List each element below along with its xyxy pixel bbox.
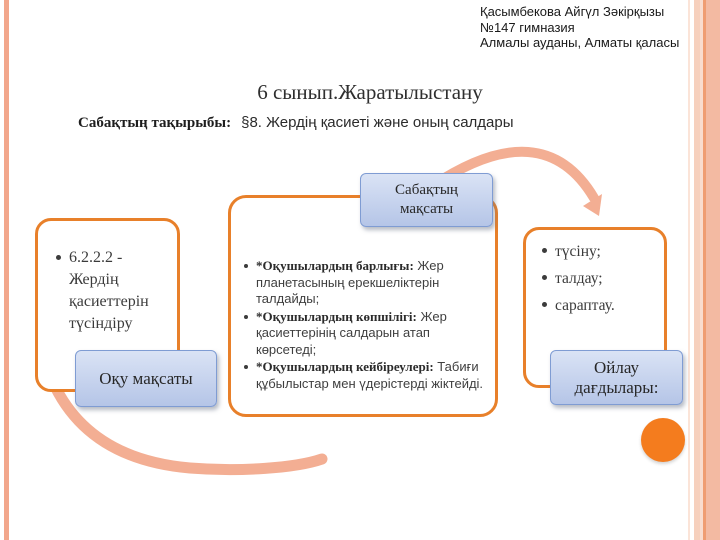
- arrowhead: [583, 194, 602, 216]
- goal-item-head: *Оқушылардың барлығы:: [256, 258, 414, 273]
- list-item: *Оқушылардың барлығы: Жер планетасының е…: [244, 258, 485, 308]
- slide-title: 6 сынып.Жаратылыстану: [257, 80, 483, 104]
- thinking-skills-label: Ойлау дағдылары:: [550, 350, 683, 405]
- right-edge-stripes: [688, 0, 720, 540]
- author-name: Қасымбекова Айгүл Зәкірқызы: [480, 4, 665, 19]
- goal-item-head: *Оқушылардың кейбіреулері:: [256, 359, 434, 374]
- list-item: сараптау.: [542, 296, 656, 315]
- goal-item: *Оқушылардың көпшілігі: Жер қасиеттеріні…: [256, 309, 485, 359]
- bullet-icon: [244, 314, 248, 319]
- list-item: түсіну;: [542, 242, 656, 261]
- skill-text: талдау;: [555, 270, 603, 287]
- goal-item-text: Жер планетасының ерекшеліктерін талдайды…: [256, 258, 444, 306]
- goal-item-text: Жер қасиеттерінің салдарын атап көрсетед…: [256, 308, 447, 357]
- bullet-icon: [542, 248, 547, 253]
- thinking-skills-content: түсіну; талдау; сараптау.: [526, 230, 664, 315]
- lesson-goal-box: *Оқушылардың барлығы: Жер планетасының е…: [228, 195, 498, 417]
- skill-text: сараптау.: [555, 297, 615, 314]
- bullet-icon: [56, 255, 61, 260]
- topic-text: §8. Жердің қасиеті және оның салдары: [241, 114, 514, 131]
- goal-item: *Оқушылардың барлығы: Жер планетасының е…: [256, 258, 485, 308]
- learning-objective-content: 6.2.2.2 - Жердің қасиеттерін түсіндіру: [38, 221, 177, 335]
- list-item: 6.2.2.2 - Жердің қасиеттерін түсіндіру: [56, 247, 167, 335]
- author-school: №147 гимназия: [480, 19, 575, 35]
- bullet-icon: [542, 302, 547, 307]
- author-city: Алмалы ауданы, Алматы қаласы: [480, 35, 680, 50]
- orange-circle-decoration: [641, 418, 685, 462]
- goal-item-head: *Оқушылардың көпшілігі:: [256, 308, 417, 324]
- bullet-icon: [244, 264, 248, 268]
- skill-text: түсіну;: [555, 243, 601, 260]
- learning-objective-box: 6.2.2.2 - Жердің қасиеттерін түсіндіру: [35, 218, 180, 392]
- list-item: *Оқушылардың көпшілігі: Жер қасиеттеріні…: [244, 309, 485, 359]
- list-item: талдау;: [542, 269, 656, 288]
- goal-item: *Оқушылардың кейбіреулері: Табиғи құбылы…: [256, 359, 485, 392]
- topic-label: Сабақтың тақырыбы:: [78, 115, 232, 131]
- author-block: Қасымбекова Айгүл Зәкірқызы №147 гимнази…: [480, 4, 700, 51]
- bullet-icon: [542, 275, 547, 280]
- objective-text: 6.2.2.2 - Жердің қасиеттерін түсіндіру: [69, 249, 149, 332]
- lesson-goal-content: *Оқушылардың барлығы: Жер планетасының е…: [231, 198, 495, 392]
- list-item: *Оқушылардың кейбіреулері: Табиғи құбылы…: [244, 359, 485, 392]
- lesson-goal-label: Сабақтың мақсаты: [360, 173, 493, 227]
- bullet-icon: [244, 365, 248, 369]
- learning-objective-label: Оқу мақсаты: [75, 350, 217, 407]
- topic-row: Сабақтың тақырыбы: §8. Жердің қасиеті жән…: [78, 114, 638, 132]
- left-edge-stripe: [4, 0, 9, 540]
